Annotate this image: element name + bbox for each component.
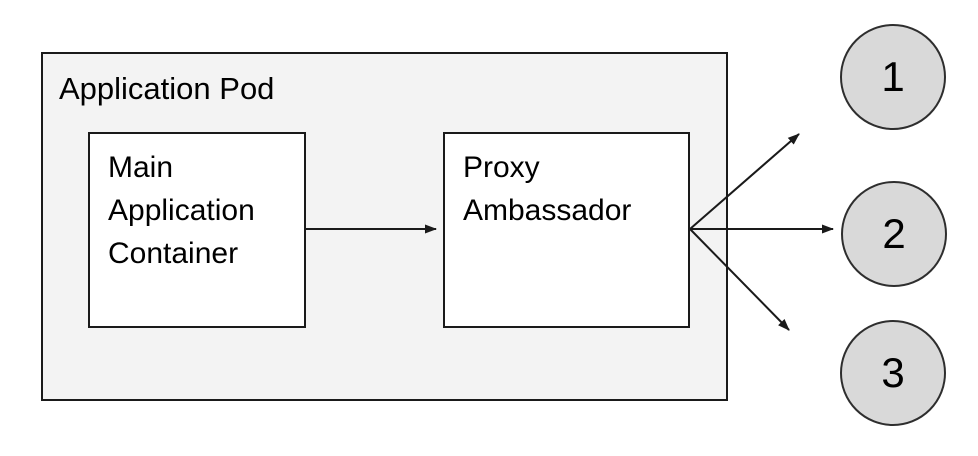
endpoint-circle-1: 1 bbox=[840, 24, 946, 130]
application-pod-label: Application Pod bbox=[59, 71, 275, 106]
proxy-ambassador-label: Proxy Ambassador bbox=[463, 151, 632, 227]
endpoint-circle-3: 3 bbox=[840, 320, 946, 426]
proxy-ambassador-node: Proxy Ambassador bbox=[443, 132, 690, 328]
endpoint-3-label: 3 bbox=[881, 349, 905, 396]
endpoint-2-label: 2 bbox=[882, 210, 906, 257]
endpoint-1-label: 1 bbox=[881, 53, 905, 100]
endpoint-circle-2: 2 bbox=[841, 181, 947, 287]
main-application-container-node: Main Application Container bbox=[88, 132, 306, 328]
main-application-container-label: Main Application Container bbox=[108, 151, 255, 270]
